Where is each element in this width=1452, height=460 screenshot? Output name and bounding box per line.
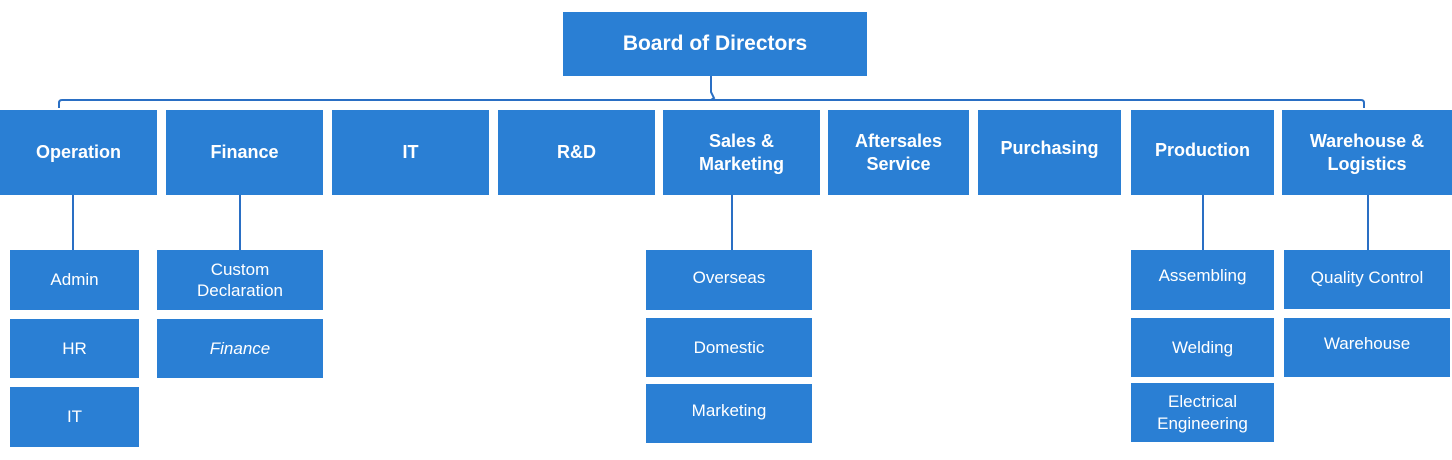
sub-it: IT [10, 387, 139, 447]
sub-label: Overseas [692, 268, 766, 288]
dept-sales-marketing: Sales & Marketing [663, 110, 820, 195]
sub-label: Quality Control [1310, 267, 1424, 287]
sub-custom-declaration: Custom Declaration [157, 250, 323, 310]
dept-finance: Finance [166, 110, 323, 195]
sub-assembling: Assembling [1131, 250, 1274, 310]
sub-warehouse: Warehouse [1284, 318, 1450, 377]
sub-label: Marketing [691, 400, 767, 420]
sub-label: Admin [50, 270, 99, 290]
dept-label: Finance [210, 142, 279, 163]
dept-label: IT [402, 142, 419, 163]
dept-production: Production [1131, 110, 1274, 195]
dept-operation: Operation [0, 110, 157, 195]
dept-label: R&D [557, 142, 596, 163]
sub-label: Electrical Engineering [1157, 392, 1248, 433]
sub-electrical-engineering: Electrical Engineering [1131, 383, 1274, 442]
sub-admin: Admin [10, 250, 139, 310]
sub-quality-control: Quality Control [1284, 250, 1450, 309]
sub-label: Domestic [693, 337, 765, 357]
sub-hr: HR [10, 319, 139, 378]
dept-label: Purchasing [1000, 138, 1099, 159]
dept-label: Production [1155, 139, 1250, 160]
sub-label: Custom Declaration [197, 259, 283, 300]
board-of-directors-box: Board of Directors [563, 12, 867, 76]
dept-rnd: R&D [498, 110, 655, 195]
dept-label: Aftersales Service [854, 131, 943, 174]
dept-label: Operation [35, 142, 121, 163]
sub-overseas: Overseas [646, 250, 812, 310]
dept-it: IT [332, 110, 489, 195]
board-of-directors-label: Board of Directors [622, 31, 808, 55]
dept-purchasing: Purchasing [978, 110, 1121, 195]
sub-finance: Finance [157, 319, 323, 378]
sub-label: Assembling [1158, 266, 1247, 286]
dept-label: Warehouse & Logistics [1309, 131, 1425, 174]
dept-warehouse-logistics: Warehouse & Logistics [1282, 110, 1452, 195]
sub-marketing: Marketing [646, 384, 812, 443]
sub-label: IT [66, 407, 83, 427]
sub-label: Warehouse [1323, 333, 1411, 353]
sub-label: Finance [209, 338, 271, 358]
dept-aftersales-service: Aftersales Service [828, 110, 969, 195]
sub-welding: Welding [1131, 318, 1274, 377]
sub-domestic: Domestic [646, 318, 812, 377]
dept-label: Sales & Marketing [698, 131, 785, 174]
sub-label: HR [62, 338, 87, 358]
sub-label: Welding [1171, 337, 1234, 357]
